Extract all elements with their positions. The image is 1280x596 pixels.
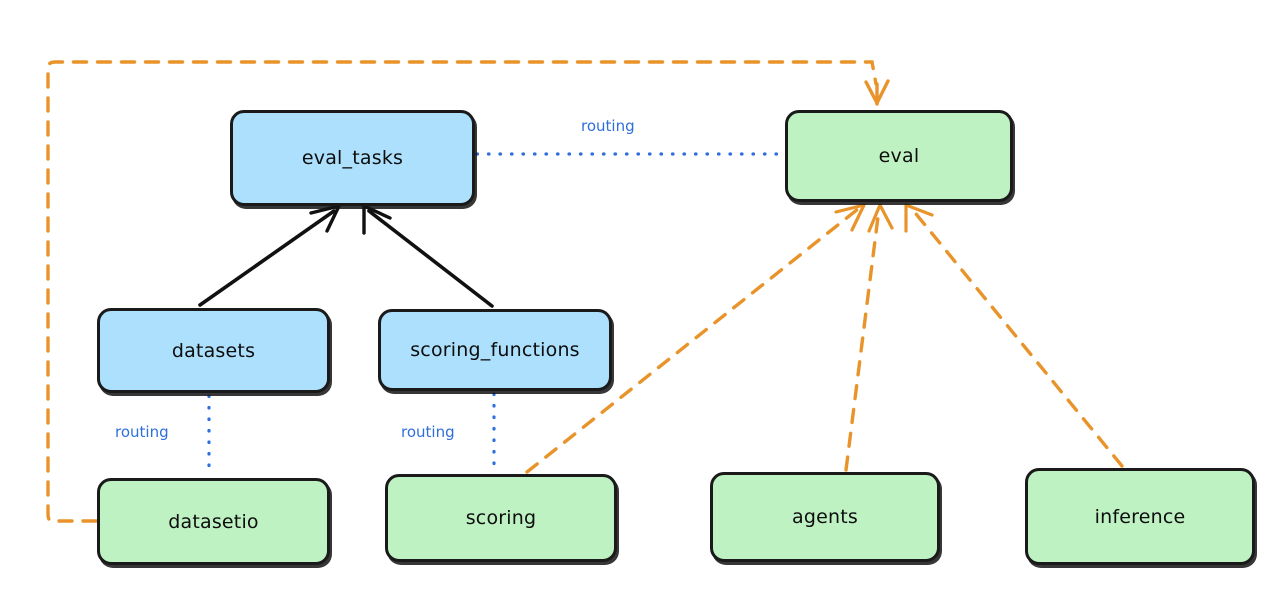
edge-label-routing-datasetio: routing <box>112 423 172 441</box>
node-label-eval: eval <box>878 145 920 167</box>
edge-agents-to-eval <box>844 207 881 472</box>
arrowhead-scoring_functions-eval_tasks <box>362 204 392 235</box>
arrowhead-datasets-eval_tasks <box>309 204 341 233</box>
node-label-scoring: scoring <box>465 507 537 529</box>
arrowhead-agents-eval <box>867 203 894 233</box>
node-eval[interactable]: eval <box>785 110 1013 202</box>
node-agents[interactable]: agents <box>710 472 940 562</box>
edge-scoring-to-eval <box>525 207 860 474</box>
node-label-datasets: datasets <box>171 339 256 362</box>
edge-scoring_functions-to-eval_tasks <box>367 209 494 308</box>
edge-datasetio-to-eval <box>46 60 878 523</box>
node-scoring[interactable]: scoring <box>385 474 617 562</box>
node-label-datasetio: datasetio <box>168 510 259 533</box>
node-eval-tasks[interactable]: eval_tasks <box>230 110 475 206</box>
node-scoring-functions[interactable]: scoring_functions <box>378 309 612 391</box>
edge-inference-to-eval <box>910 207 1124 468</box>
node-datasets[interactable]: datasets <box>97 308 330 393</box>
node-inference[interactable]: inference <box>1025 468 1255 565</box>
node-label-scoring-functions: scoring_functions <box>410 339 580 361</box>
edge-label-routing-eval: routing <box>578 117 638 135</box>
node-label-agents: agents <box>792 506 858 528</box>
node-datasetio[interactable]: datasetio <box>97 478 330 565</box>
edge-datasets-to-eval_tasks <box>198 209 336 307</box>
arrowhead-inference-eval <box>904 203 934 233</box>
node-label-eval-tasks: eval_tasks <box>301 147 404 169</box>
edge-label-routing-scoring: routing <box>398 423 458 441</box>
arrowhead-scoring-eval <box>834 203 866 232</box>
node-label-inference: inference <box>1094 505 1186 528</box>
